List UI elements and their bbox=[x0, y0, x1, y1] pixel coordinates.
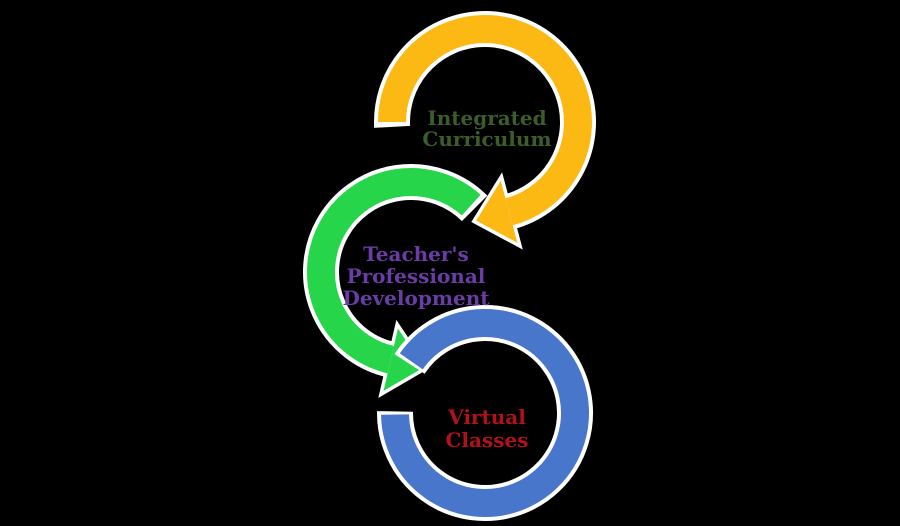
ring-virtual-classes bbox=[377, 305, 593, 521]
ring-integrated-curriculum-arc bbox=[378, 15, 592, 226]
label-integrated-curriculum-line-1: Integrated bbox=[427, 106, 546, 130]
ring-integrated-curriculum bbox=[374, 11, 596, 250]
label-virtual-classes-line-2: Classes bbox=[446, 428, 529, 452]
label-teachers-professional-development-line-2: Professional bbox=[347, 264, 486, 288]
label-virtual-classes-line-1: Virtual bbox=[447, 405, 526, 429]
label-teachers-professional-development-line-3: Development bbox=[342, 286, 490, 310]
label-virtual-classes: Virtual Classes bbox=[446, 405, 529, 452]
label-integrated-curriculum-line-2: Curriculum bbox=[422, 127, 551, 151]
label-teachers-professional-development-line-1: Teacher's bbox=[363, 242, 469, 266]
label-teachers-professional-development: Teacher's Professional Development bbox=[342, 242, 490, 310]
ring-virtual-classes-arc bbox=[381, 309, 589, 517]
ring-teachers-professional-development-arc bbox=[307, 168, 481, 374]
label-integrated-curriculum: Integrated Curriculum bbox=[422, 106, 551, 151]
arrow-to-teachers-professional-development-icon bbox=[471, 172, 523, 250]
